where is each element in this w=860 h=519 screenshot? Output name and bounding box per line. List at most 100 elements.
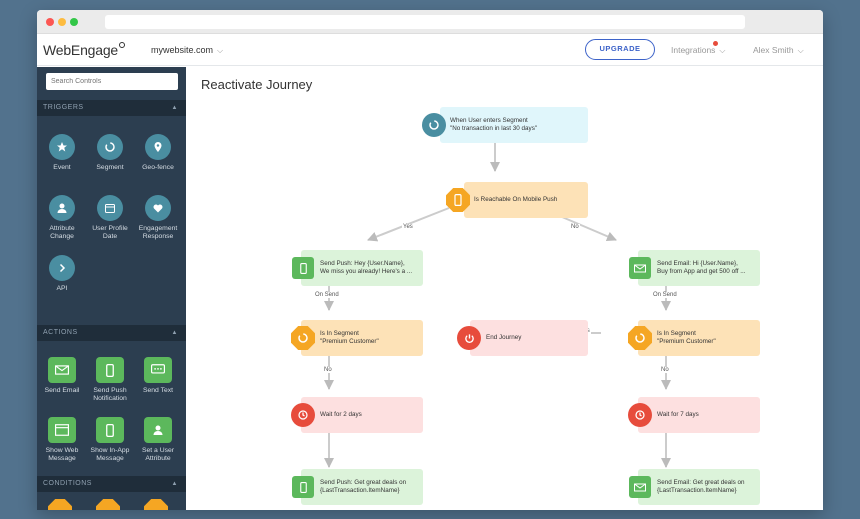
trigger-geo-fence[interactable]: Geo-fence <box>134 134 182 172</box>
node-send-push-deals[interactable]: Send Push: Get great deals on{LastTransa… <box>292 469 423 505</box>
browser-window: WebEngage mywebsite.com⌵ UPGRADE Integra… <box>37 10 823 510</box>
trigger-api-label: API <box>56 285 68 292</box>
maximize-window-button[interactable] <box>70 18 78 26</box>
chat-bubble-icon <box>144 357 172 383</box>
envelope-icon <box>48 357 76 383</box>
triggers-section-header[interactable]: TRIGGERS ▲ <box>37 100 186 116</box>
action-show-web-message[interactable]: Show Web Message <box>38 417 86 463</box>
node-text-line: We miss you already! Here's a ... <box>320 268 413 275</box>
trigger-attribute-change[interactable]: Attribute Change <box>38 195 86 241</box>
user-menu[interactable]: Alex Smith⌵ <box>753 45 804 56</box>
segment-icon <box>291 326 315 350</box>
integrations-menu[interactable]: Integrations⌵ <box>671 45 726 56</box>
action-show-web-message-label: Show Web Message <box>45 447 79 462</box>
edge-label-no: No <box>570 224 580 230</box>
trigger-engagement-response[interactable]: Engagement Response <box>134 195 182 241</box>
clock-icon <box>291 403 315 427</box>
node-reachable-push[interactable]: Is Reachable On Mobile Push <box>446 182 588 218</box>
integrations-label: Integrations <box>671 45 716 55</box>
node-text: Wait for 2 days <box>320 411 362 418</box>
action-send-email-label: Send Email <box>44 387 80 394</box>
address-bar[interactable] <box>105 15 745 29</box>
node-text-line: {LastTransaction.ItemName} <box>320 487 400 494</box>
calendar-icon <box>97 195 123 221</box>
edge-label-yes: Yes <box>402 224 414 230</box>
trigger-user-profile-date[interactable]: User Profile Date <box>86 195 134 241</box>
minimize-window-button[interactable] <box>58 18 66 26</box>
trigger-segment[interactable]: Segment <box>86 134 134 172</box>
node-send-push[interactable]: Send Push: Hey {User.Name},We miss you a… <box>292 250 423 286</box>
mobile-phone-icon <box>96 357 124 383</box>
action-set-user-attribute-label: Set a User Attribute <box>141 447 175 462</box>
edge-label-no: No <box>323 367 333 373</box>
trigger-event[interactable]: Event <box>38 134 86 172</box>
notification-dot <box>713 41 718 46</box>
browser-window-icon <box>48 417 76 443</box>
segment-icon <box>628 326 652 350</box>
condition-item-2[interactable] <box>96 499 120 510</box>
segment-icon <box>97 134 123 160</box>
condition-item-1[interactable] <box>48 499 72 510</box>
node-text-line: Send Email: Get great deals on <box>657 479 745 486</box>
node-text-line: Send Push: Get great deals on <box>320 479 407 486</box>
action-send-push-label: Send Push Notification <box>93 387 127 402</box>
logo-mark-icon <box>119 42 126 48</box>
site-name: mywebsite.com <box>151 45 214 55</box>
action-show-in-app-message-label: Show In-App Message <box>90 447 130 462</box>
clock-icon <box>628 403 652 427</box>
action-send-email[interactable]: Send Email <box>38 357 86 395</box>
collapse-icon: ▲ <box>171 105 178 111</box>
conditions-section-header[interactable]: CONDITIONS▲ <box>37 476 186 492</box>
browser-chrome <box>37 10 823 34</box>
trigger-geo-fence-label: Geo-fence <box>142 164 174 171</box>
node-text-line: Send Email: Hi {User.Name}, <box>657 260 738 267</box>
user-name: Alex Smith <box>753 45 794 55</box>
node-segment-left[interactable]: Is In Segment"Premium Customer" <box>291 320 423 356</box>
node-text-line: Is In Segment <box>320 330 359 337</box>
webengage-logo[interactable]: WebEngage <box>43 42 126 58</box>
node-send-email-deals[interactable]: Send Email: Get great deals on{LastTrans… <box>629 469 760 505</box>
condition-item-3[interactable] <box>144 499 168 510</box>
edge-label-on-send: On Send <box>314 292 340 298</box>
node-send-email[interactable]: Send Email: Hi {User.Name},Buy from App … <box>629 250 760 286</box>
node-segment-right[interactable]: Is In Segment"Premium Customer" <box>628 320 760 356</box>
user-icon <box>144 417 172 443</box>
node-text: Wait for 7 days <box>657 411 699 418</box>
collapse-icon: ▲ <box>171 481 178 487</box>
collapse-icon: ▲ <box>171 330 178 336</box>
search-controls-input[interactable] <box>46 73 178 90</box>
node-text-line: "No transaction in last 30 days" <box>450 125 538 132</box>
chevron-right-icon <box>49 255 75 281</box>
actions-title: ACTIONS <box>43 329 78 336</box>
trigger-event-label: Event <box>53 164 71 171</box>
user-icon <box>49 195 75 221</box>
node-end-journey[interactable]: End Journey <box>457 320 588 356</box>
chevron-down-icon: ⌵ <box>719 46 726 55</box>
upgrade-button[interactable]: UPGRADE <box>585 39 655 60</box>
site-selector[interactable]: mywebsite.com⌵ <box>151 45 223 56</box>
action-show-in-app-message[interactable]: Show In-App Message <box>86 417 134 463</box>
page-title: Reactivate Journey <box>201 77 313 92</box>
trigger-api[interactable]: API <box>38 255 86 293</box>
node-text: End Journey <box>486 334 522 341</box>
node-text-line: "Premium Customer" <box>657 338 716 345</box>
node-text-line: "Premium Customer" <box>320 338 379 345</box>
edge-label-on-send: On Send <box>652 292 678 298</box>
node-wait-left[interactable]: Wait for 2 days <box>291 397 423 433</box>
action-send-push[interactable]: Send Push Notification <box>86 357 134 403</box>
envelope-icon <box>629 476 651 498</box>
action-set-user-attribute[interactable]: Set a User Attribute <box>134 417 182 463</box>
actions-section-header[interactable]: ACTIONS ▲ <box>37 325 186 341</box>
node-text: Is Reachable On Mobile Push <box>474 196 558 203</box>
edge-label-no: No <box>660 367 670 373</box>
action-send-text[interactable]: Send Text <box>134 357 182 395</box>
trigger-engagement-response-label: Engagement Response <box>138 225 178 240</box>
chevron-down-icon: ⌵ <box>217 46 224 55</box>
segment-icon <box>422 113 446 137</box>
envelope-icon <box>629 257 651 279</box>
controls-sidebar: TRIGGERS ▲ Event Segment Geo-fence Attrib… <box>37 67 186 510</box>
node-wait-right[interactable]: Wait for 7 days <box>628 397 760 433</box>
node-trigger-segment[interactable]: When User enters Segment"No transaction … <box>422 107 588 143</box>
close-window-button[interactable] <box>46 18 54 26</box>
triggers-title: TRIGGERS <box>43 104 84 111</box>
